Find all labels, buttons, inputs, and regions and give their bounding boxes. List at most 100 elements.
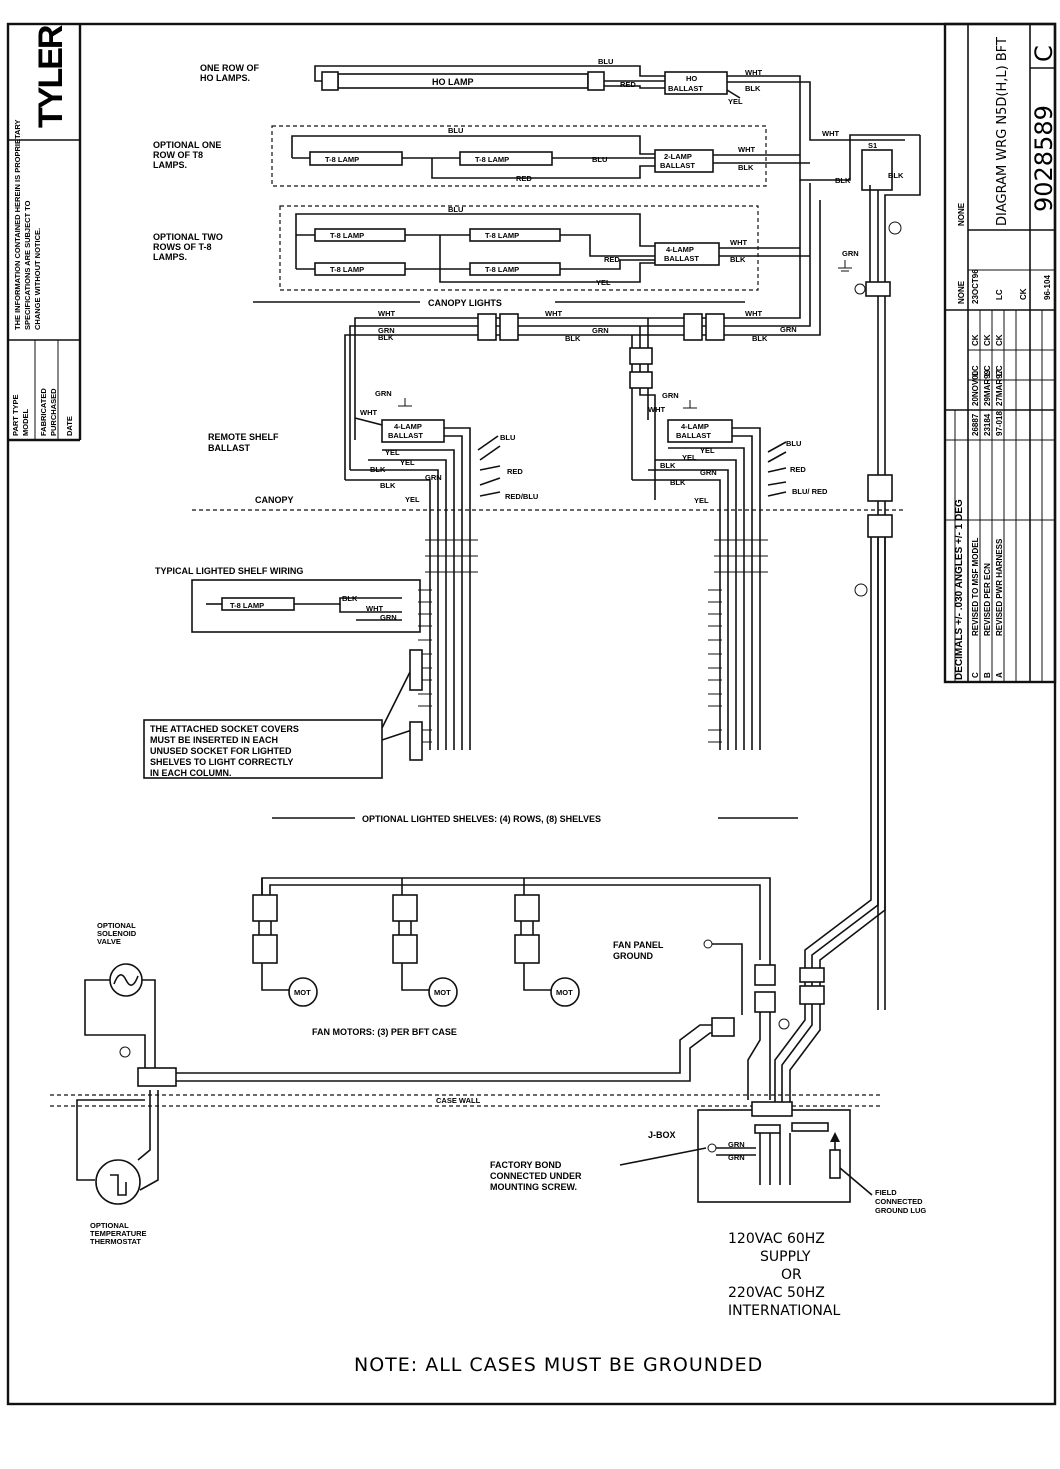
revision-rev: C	[971, 672, 980, 678]
svg-text:YEL: YEL	[700, 446, 715, 455]
svg-text:OPTIONAL: OPTIONAL	[90, 1221, 129, 1230]
svg-text:BALLAST: BALLAST	[388, 431, 423, 440]
svg-text:BLK: BLK	[370, 465, 386, 474]
svg-text:BLK: BLK	[378, 333, 394, 342]
date-label: DATE	[65, 416, 74, 436]
revision-ck: CK	[983, 334, 992, 346]
svg-text:THE ATTACHED SOCKET COVERS: THE ATTACHED SOCKET COVERS	[150, 724, 299, 734]
part-type-label: PART TYPE	[11, 394, 20, 436]
svg-text:WHT: WHT	[545, 309, 562, 318]
svg-text:220VAC 50HZ: 220VAC 50HZ	[728, 1285, 825, 1301]
svg-text:T-8 LAMP: T-8 LAMP	[230, 601, 264, 610]
svg-text:4-LAMP: 4-LAMP	[666, 245, 694, 254]
two-lamp-ballast	[654, 149, 714, 173]
svg-text:2-LAMP: 2-LAMP	[664, 152, 692, 161]
four-lamp-ballast-shelf-left	[381, 419, 445, 443]
drawing-title: DIAGRAM WRG N5D(H,L) BFT	[995, 37, 1010, 226]
svg-text:GRN: GRN	[842, 249, 859, 258]
svg-text:RED/BLU: RED/BLU	[505, 492, 538, 501]
sheet-code: 96-104	[1043, 275, 1052, 300]
revision-by: LC	[971, 365, 980, 376]
svg-text:TYPICAL LIGHTED SHELF WIRING: TYPICAL LIGHTED SHELF WIRING	[155, 566, 303, 576]
svg-text:CHANGE WITHOUT NOTICE.: CHANGE WITHOUT NOTICE.	[33, 228, 42, 330]
svg-text:BLK: BLK	[738, 163, 754, 172]
j-box-label: J-BOX	[648, 1130, 676, 1140]
supply-text: 120VAC 60HZ SUPPLY OR 220VAC 50HZ INTERN…	[728, 1231, 840, 1319]
fan-motors: FAN MOTORS: (3) PER BFT CASE FAN PANEL G…	[252, 877, 790, 1037]
svg-text:HO LAMPS.: HO LAMPS.	[200, 73, 250, 83]
svg-text:BLK: BLK	[670, 478, 686, 487]
svg-text:BALLAST: BALLAST	[208, 443, 250, 453]
revision-eco: 97-018	[995, 411, 1004, 436]
svg-text:BLK: BLK	[565, 334, 581, 343]
svg-text:BLU: BLU	[448, 205, 463, 214]
model-label: MODEL	[21, 409, 30, 437]
title-block: 9028589 C DIAGRAM WRG N5D(H,L) BFT DECIM…	[943, 22, 1058, 684]
remote-shelf-ballast-right: GRN WHT 4-LAMP BALLAST YEL YEL BLK GRN B…	[632, 391, 828, 520]
svg-text:120VAC 60HZ: 120VAC 60HZ	[728, 1231, 825, 1247]
drawing-number: 9028589	[1030, 105, 1058, 212]
svg-text:S1: S1	[868, 141, 877, 150]
s1-switch	[861, 149, 893, 191]
ho-lamp-label: HO LAMP	[432, 77, 474, 87]
svg-text:BALLAST: BALLAST	[668, 84, 703, 93]
svg-text:UNUSED SOCKET FOR LIGHTED: UNUSED SOCKET FOR LIGHTED	[150, 746, 292, 756]
fan-motor-label-3: MOT	[556, 988, 573, 997]
svg-text:RED: RED	[604, 255, 620, 264]
svg-text:THERMOSTAT: THERMOSTAT	[90, 1237, 141, 1246]
fan-motor-icon-3	[550, 977, 580, 1007]
svg-text:CONNECTED: CONNECTED	[875, 1197, 923, 1206]
svg-text:SUPPLY: SUPPLY	[760, 1249, 811, 1265]
drawn-by: LC	[995, 289, 1004, 300]
revision-desc: REVISED PER ECN	[983, 563, 992, 636]
j-box-connector	[751, 1101, 793, 1117]
svg-text:T-8 LAMP: T-8 LAMP	[330, 265, 364, 274]
svg-text:WHT: WHT	[366, 604, 383, 613]
svg-text:BLU: BLU	[448, 126, 463, 135]
fan-ground-screw	[703, 939, 713, 949]
four-lamp-ballast-shelf-right	[667, 419, 733, 443]
revision-date: 27MAR97	[995, 369, 1004, 406]
left-info-strip: TYLER THE INFORMATION CONTAINED HEREIN I…	[8, 24, 82, 442]
svg-text:VALVE: VALVE	[97, 937, 121, 946]
svg-text:BLK: BLK	[835, 176, 851, 185]
svg-text:BALLAST: BALLAST	[664, 254, 699, 263]
svg-text:OPTIONAL: OPTIONAL	[97, 921, 136, 930]
svg-text:BLU: BLU	[500, 433, 515, 442]
svg-text:YEL: YEL	[728, 97, 743, 106]
svg-text:WHT: WHT	[360, 408, 377, 417]
svg-text:GRN: GRN	[662, 391, 679, 400]
svg-text:WHT: WHT	[822, 129, 839, 138]
svg-text:RED: RED	[516, 174, 532, 183]
fan-motor-label-1: MOT	[294, 988, 311, 997]
fan-motors-label: FAN MOTORS: (3) PER BFT CASE	[312, 1027, 457, 1037]
canopy-label: CANOPY	[255, 495, 294, 505]
svg-text:YEL: YEL	[405, 495, 420, 504]
revision-letter: C	[1030, 45, 1058, 62]
fan-motor-icon-1	[288, 977, 318, 1007]
thermostat-icon	[95, 1159, 141, 1205]
svg-text:GRN: GRN	[780, 325, 797, 334]
junction-box: J-BOX GRN GRN FIELD CONNECTED GROUND LUG…	[490, 967, 926, 1215]
revision-eco: 26887	[971, 413, 980, 436]
tolerance-note: DECIMALS +/- .030 ANGLES +/- 1 DEG	[954, 499, 965, 680]
svg-text:T-8 LAMP: T-8 LAMP	[330, 231, 364, 240]
svg-text:REMOTE SHELF: REMOTE SHELF	[208, 432, 279, 442]
fan-plug-3	[514, 894, 540, 922]
svg-text:ONE ROW OF: ONE ROW OF	[200, 63, 259, 73]
svg-text:FACTORY BOND: FACTORY BOND	[490, 1160, 562, 1170]
solenoid-thermostat: OPTIONAL SOLENOID VALVE OPTIONAL TEMPERA…	[76, 921, 735, 1246]
four-lamp-ballast-canopy	[654, 242, 720, 266]
sheet-border	[6, 22, 1057, 1406]
svg-text:4-LAMP: 4-LAMP	[394, 422, 422, 431]
trunk-connector-upper	[867, 474, 893, 502]
svg-text:GROUND: GROUND	[613, 951, 653, 961]
fabricated-label: FABRICATED	[39, 388, 48, 436]
svg-text:FAN PANEL: FAN PANEL	[613, 940, 664, 950]
svg-text:WHT: WHT	[738, 145, 755, 154]
revision-desc: REVISED PWR HARNESS	[995, 538, 1004, 636]
svg-text:FIELD: FIELD	[875, 1188, 897, 1197]
revision-rev: A	[995, 672, 1004, 678]
svg-text:GRN: GRN	[425, 473, 442, 482]
svg-text:YEL: YEL	[596, 278, 611, 287]
